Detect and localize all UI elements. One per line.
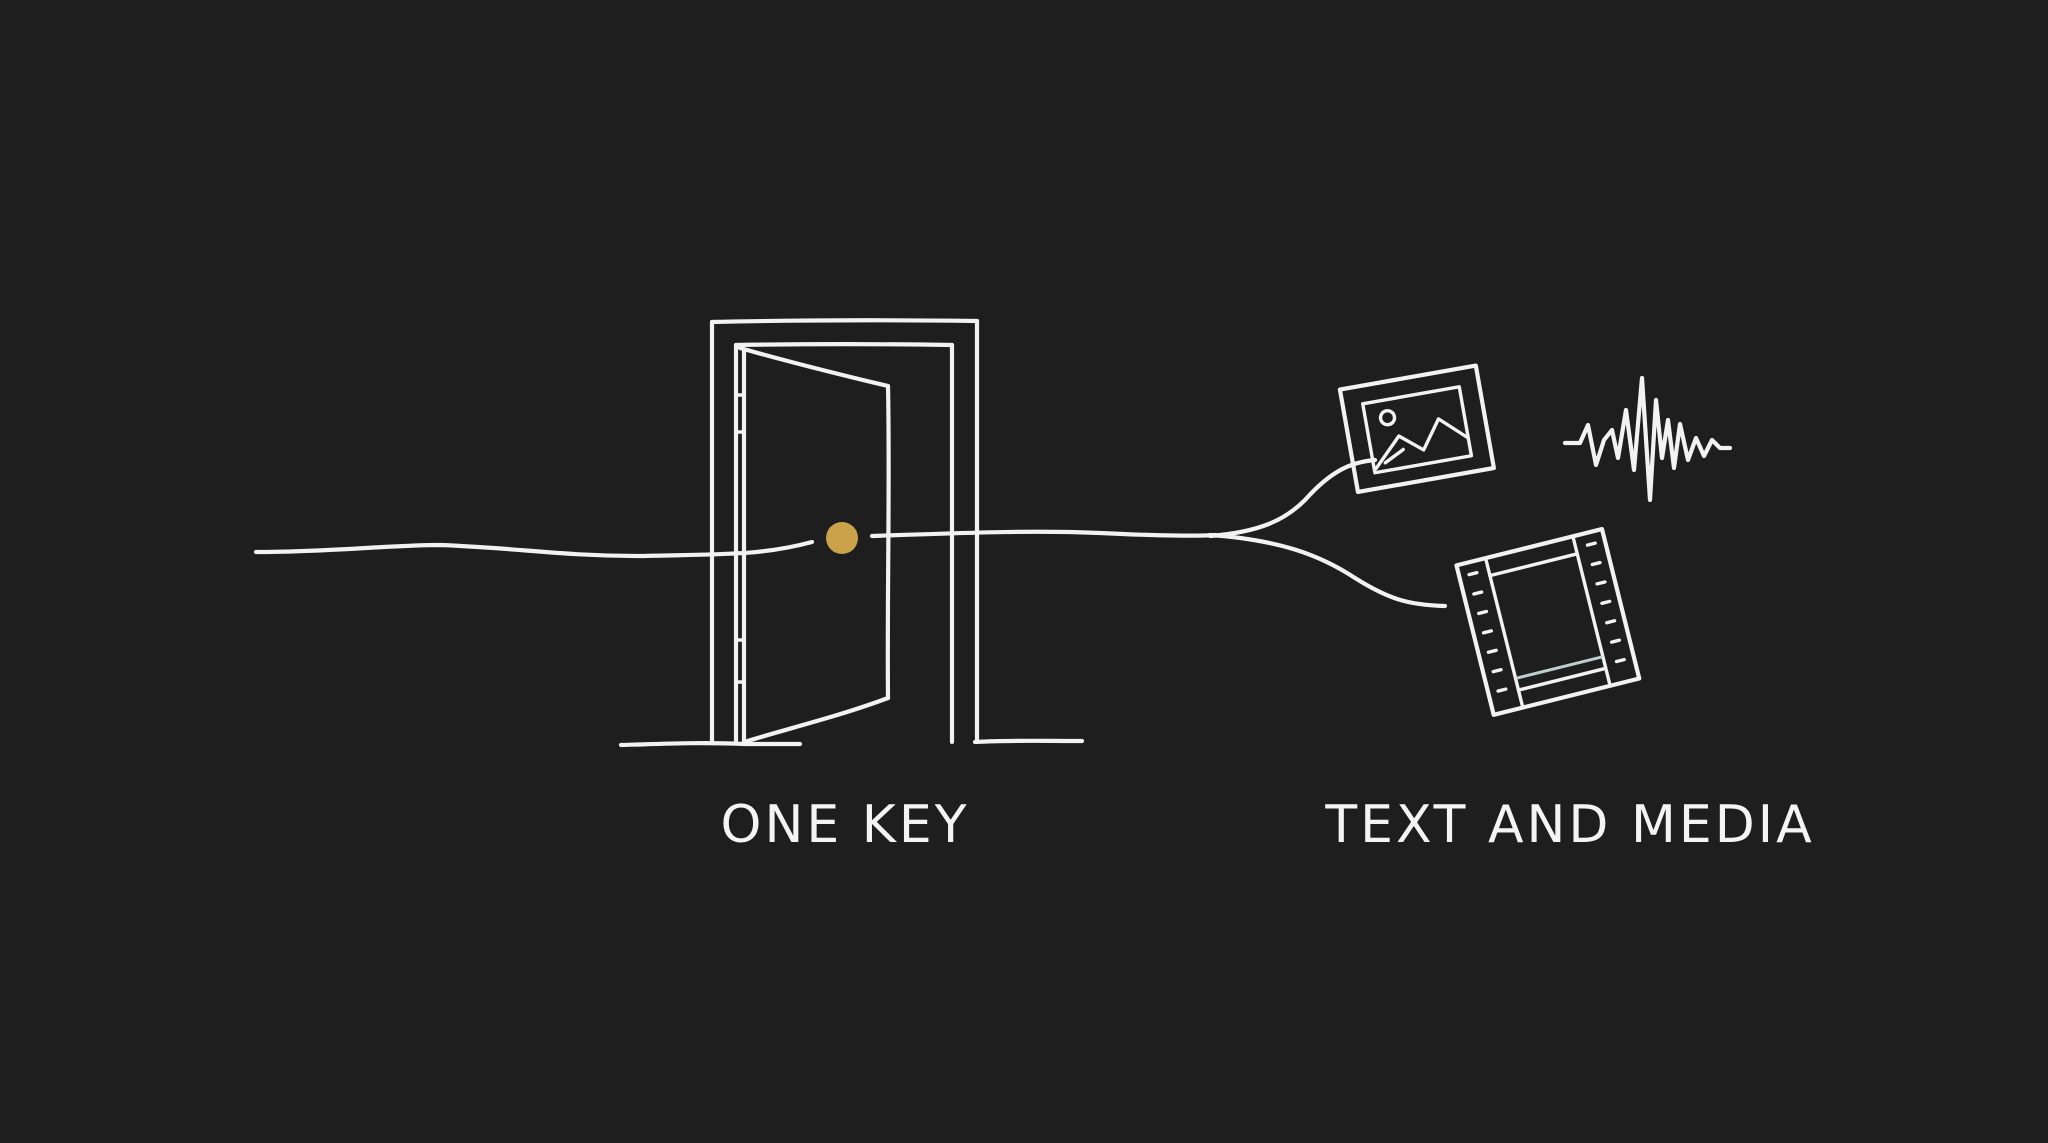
label-one-key: ONE KEY — [720, 795, 970, 855]
branch-lower — [1207, 532, 1448, 609]
door-icon — [618, 318, 1085, 748]
input-line — [253, 539, 815, 559]
branch-upper — [1207, 457, 1378, 539]
keyhole-icon — [826, 522, 858, 554]
audio-waveform-icon — [1562, 375, 1733, 503]
image-icon — [1337, 363, 1496, 495]
output-line — [869, 529, 1219, 539]
film-strip-icon — [1454, 526, 1642, 717]
label-text-and-media: TEXT AND MEDIA — [1325, 795, 1815, 855]
